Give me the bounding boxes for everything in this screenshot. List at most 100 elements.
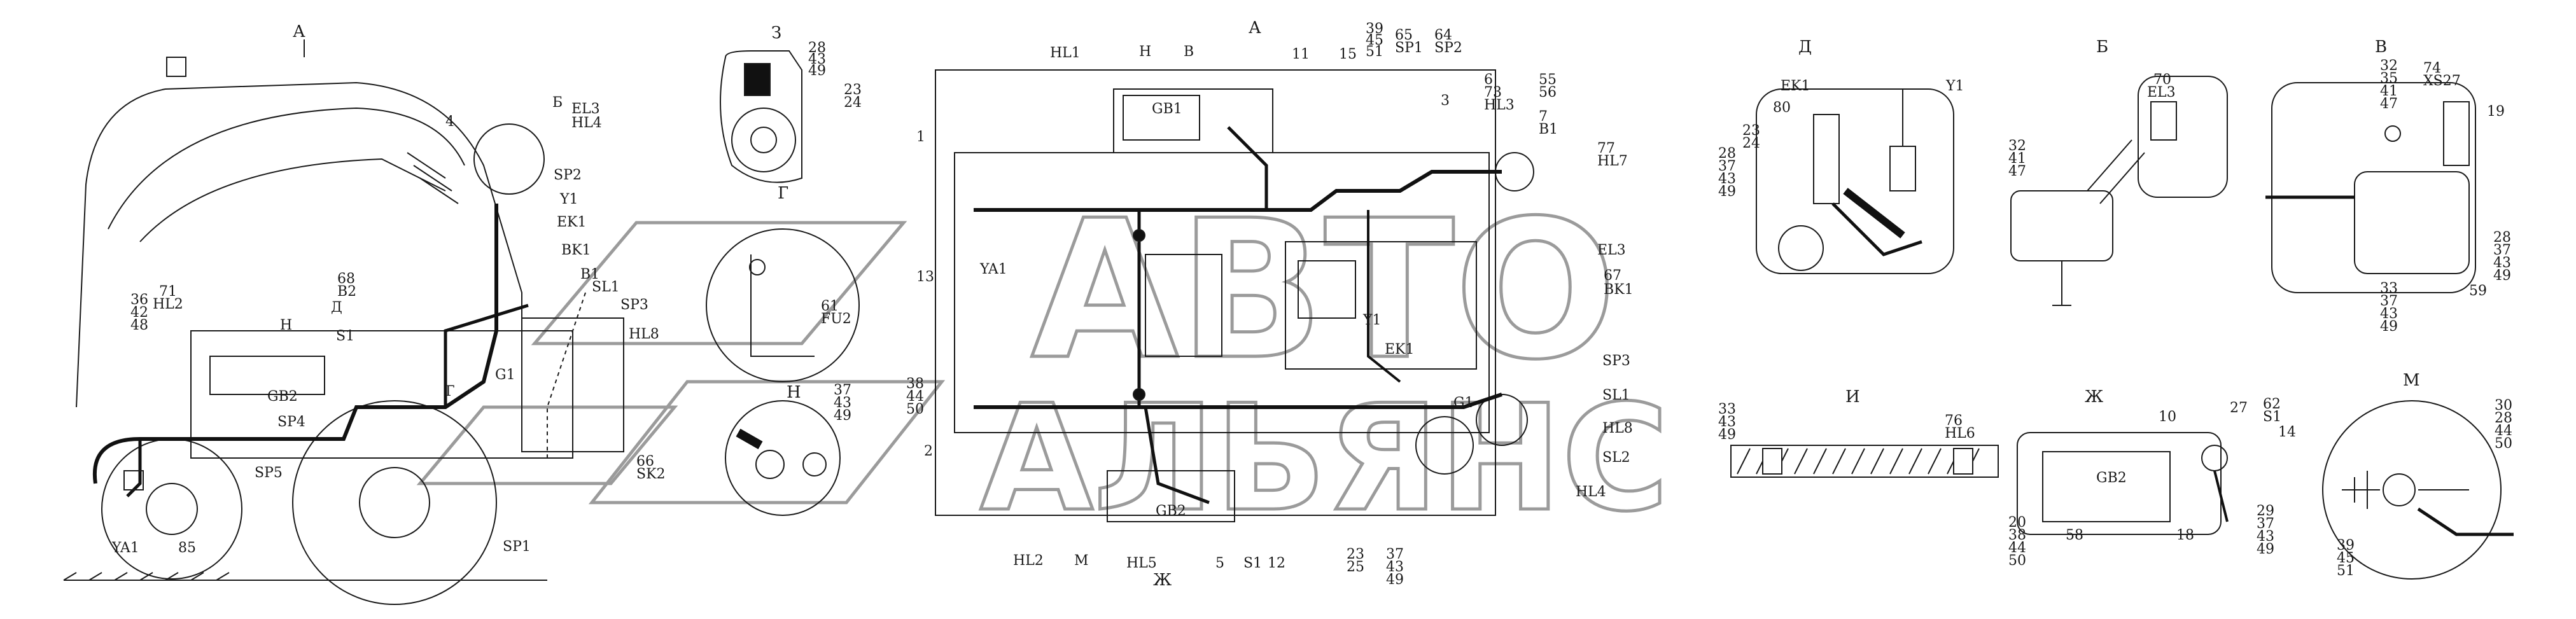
view-i-title: И <box>1845 387 1860 407</box>
z-label-23: 23 <box>844 82 862 98</box>
m-label-28: 28 <box>2495 410 2512 426</box>
a-label-67: 67 <box>1604 268 1621 284</box>
a-label-hl8: HL8 <box>1602 421 1633 436</box>
view-g-title: Г <box>778 184 788 203</box>
g-label-61: 61 <box>821 298 839 314</box>
view-a-title: А <box>1249 18 1261 38</box>
label-4: 4 <box>445 114 454 130</box>
zh-label-37: 37 <box>2257 516 2274 532</box>
beacon <box>166 57 186 77</box>
view-zh-labels: Ж 10 27 62 S1 14 GB2 20 38 44 50 58 18 2… <box>2008 387 2296 569</box>
m-label-50: 50 <box>2495 436 2512 452</box>
watermark: АВТО АЛЬЯНС <box>416 178 1670 546</box>
v-label-43: 43 <box>2493 255 2511 271</box>
a-label-77: 77 <box>1597 141 1615 156</box>
zh-label-10: 10 <box>2159 409 2176 425</box>
a-cab-mount <box>1145 254 1222 357</box>
view-z-title: З <box>771 24 781 43</box>
a-y1-component <box>1298 260 1356 319</box>
front-harness-branch <box>126 439 142 497</box>
label-sp3: SP3 <box>620 297 648 313</box>
z-plug <box>744 63 771 96</box>
label-sp5: SP5 <box>255 465 283 481</box>
cab-roof-inner <box>108 107 465 230</box>
v-label-19: 19 <box>2487 104 2505 120</box>
v-relay-block <box>2354 171 2470 274</box>
label-gb2: GB2 <box>267 389 298 405</box>
a-gb2-lead <box>1144 407 1210 504</box>
view-i-labels: И 33 43 49 76 HL6 <box>1718 387 1975 443</box>
v-housing <box>2271 82 2476 293</box>
a-gb1-box <box>1113 88 1273 153</box>
z-label-24: 24 <box>844 95 862 111</box>
view-zh-detail <box>2017 432 2229 535</box>
a-label-45: 45 <box>1366 32 1383 48</box>
m-lead <box>2417 507 2514 536</box>
b-label-el3: EL3 <box>2147 85 2176 101</box>
dashed-outline <box>547 292 586 458</box>
d-housing <box>1756 88 1954 274</box>
view-v-detail <box>2265 82 2476 293</box>
v-terminal-19 <box>2443 101 2470 166</box>
a-label-gb2: GB2 <box>1156 503 1186 519</box>
a-label-sp2: SP2 <box>1434 40 1462 56</box>
label-36: 36 <box>130 292 148 308</box>
label-hl4: HL4 <box>571 115 602 131</box>
d-pulley <box>1778 225 1824 271</box>
a-label-13: 13 <box>916 269 934 285</box>
a-engine-lead <box>1367 210 1401 383</box>
view-m-title: М <box>2403 371 2420 390</box>
i-label-hl6: HL6 <box>1945 426 1975 442</box>
v-connector-xs27 <box>2384 125 2401 142</box>
a-engine-area <box>1285 241 1477 370</box>
a-label-hl1: HL1 <box>1050 45 1081 61</box>
a-label-v: В <box>1184 44 1194 60</box>
a-gb2-box <box>1107 470 1235 522</box>
a-label-65: 65 <box>1395 27 1413 43</box>
label-s1: S1 <box>336 328 354 344</box>
d-label-y1: Y1 <box>1945 78 1964 94</box>
ya1-solenoid <box>123 470 144 490</box>
zh-label-62: 62 <box>2263 396 2281 412</box>
a-label-hl2: HL2 <box>1013 553 1044 569</box>
a-label-g1: G1 <box>1453 395 1474 411</box>
grille-vents <box>407 152 459 204</box>
a-label-39: 39 <box>1366 21 1383 37</box>
view-d-detail <box>1756 88 1954 274</box>
zh-switch-s1 <box>2201 445 2228 471</box>
g-fuse-holder <box>749 259 766 275</box>
v-label-37: 37 <box>2493 242 2511 258</box>
rear-wheel-hub <box>359 467 430 538</box>
label-66: 66 <box>636 454 654 469</box>
label-48: 48 <box>130 317 148 333</box>
view-a-labels: А HL1 Н В GB1 11 15 39 45 51 65 SP1 64 S… <box>906 18 1634 590</box>
m-label-51: 51 <box>2337 563 2355 579</box>
v-label-59: 59 <box>2469 283 2487 299</box>
d-label-49: 49 <box>1718 184 1736 200</box>
d-label-23: 23 <box>1742 123 1760 139</box>
z-label-43: 43 <box>808 52 826 67</box>
label-b1: B1 <box>580 267 599 282</box>
front-wheel-hub <box>146 483 198 535</box>
zh-label-29: 29 <box>2257 503 2274 519</box>
a-label-73: 73 <box>1484 85 1502 101</box>
frame-body <box>190 330 573 459</box>
z-label-49: 49 <box>808 63 826 79</box>
d-valve <box>1889 89 1916 191</box>
a-label-7: 7 <box>1539 109 1548 125</box>
m-label-30: 30 <box>2495 398 2512 414</box>
rear-wheel <box>292 400 497 605</box>
engine-block <box>521 317 624 452</box>
a-label-hl3: HL3 <box>1484 97 1515 113</box>
g-detail-circle <box>706 228 860 382</box>
zh-label-58: 58 <box>2066 527 2083 543</box>
engine-harness-branch <box>444 303 529 407</box>
battery-box <box>209 356 325 395</box>
i-label-43: 43 <box>1718 414 1736 430</box>
a-label-3: 3 <box>1441 93 1450 109</box>
zh-label-18: 18 <box>2176 527 2194 543</box>
a-label-y1: Y1 <box>1362 312 1382 328</box>
v-label-37b: 37 <box>2380 293 2398 309</box>
a-label-sl2: SL2 <box>1602 450 1630 466</box>
view-v-labels: В 32 35 41 47 74 XS27 19 28 37 43 49 59 … <box>2375 38 2511 335</box>
